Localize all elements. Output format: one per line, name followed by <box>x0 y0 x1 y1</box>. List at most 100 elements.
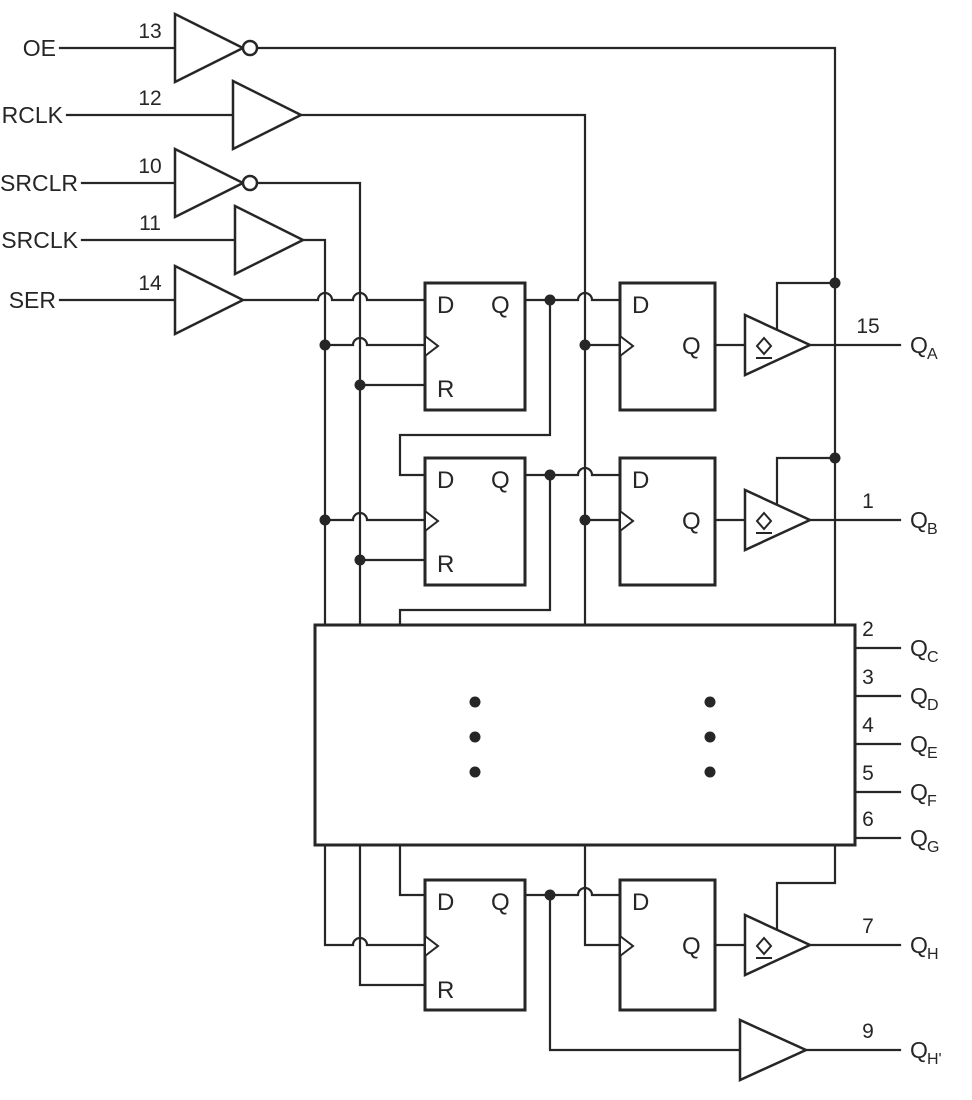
qb-serial-wire <box>523 466 622 477</box>
qa-to-qb-chain-wire <box>398 298 552 477</box>
junction-dot <box>579 514 591 526</box>
ellipsis-dot <box>704 731 716 743</box>
junction-dot <box>319 339 331 351</box>
input-srclr: SRCLR 10 <box>0 146 427 987</box>
storage-ff-a-q-label: Q <box>682 333 701 360</box>
ellipsis-dot <box>469 766 481 778</box>
clock-triangle-icon <box>424 333 440 359</box>
srclr-pin-number: 10 <box>138 155 161 178</box>
stage-a: D Q R D Q 15 Q A <box>398 281 938 477</box>
srclk-net-wire <box>301 238 327 627</box>
stages-c-to-g: 2 Q C 3 Q D 4 Q E 5 Q F 6 Q G <box>313 618 939 856</box>
rclk-pin-number: 12 <box>138 87 161 110</box>
qf-label-sub: F <box>927 793 937 810</box>
clock-triangle-icon <box>619 508 635 534</box>
qh-prime-buffer-icon <box>738 1018 810 1082</box>
qd-label: Q <box>910 683 928 709</box>
ellipsis-dot <box>469 731 481 743</box>
clock-triangle-icon <box>424 508 440 534</box>
qh-pin-number: 7 <box>862 915 874 938</box>
oe-net-wire <box>255 46 837 627</box>
ellipsis-dot <box>469 696 481 708</box>
qh-prime-feed-wire <box>548 893 742 1052</box>
stages-c-g-box <box>313 623 857 847</box>
junction-dot <box>319 514 331 526</box>
shift-ff-h-q-label: Q <box>491 889 510 916</box>
srclr-net-wire <box>255 181 362 627</box>
storage-ff-h <box>618 878 717 1012</box>
qb-label-sub: B <box>927 521 938 538</box>
qf-pin-number: 5 <box>862 762 874 785</box>
junction-dot <box>354 379 366 391</box>
tristate-symbol-icon <box>755 936 773 956</box>
rclk-label: RCLK <box>2 102 64 128</box>
storage-ff-a <box>618 281 717 412</box>
shift-ff-b-r-label: R <box>437 551 454 578</box>
tristate-symbol-icon <box>755 336 773 356</box>
qf-label: Q <box>910 779 928 805</box>
oe-enable-wire-a <box>775 281 837 332</box>
oe-label: OE <box>23 35 56 61</box>
tristate-buffer-h-icon <box>743 913 813 977</box>
junction-dot <box>579 339 591 351</box>
ser-data-wire <box>241 291 427 302</box>
qa-pin-number: 15 <box>856 315 879 338</box>
qg-pin-number: 6 <box>862 808 874 831</box>
shift-ff-a <box>423 281 527 412</box>
srclr-inverter-icon <box>173 146 246 220</box>
shift-ff-a-r-label: R <box>437 376 454 403</box>
oe-inverter-icon <box>173 11 246 85</box>
qh-serial-wire <box>523 886 622 897</box>
input-ser: SER 14 <box>9 263 427 337</box>
clock-triangle-icon <box>424 933 440 959</box>
oe-pin-number: 13 <box>138 20 161 43</box>
qb-label: Q <box>910 507 928 533</box>
srclk-label: SRCLK <box>1 227 78 253</box>
oe-inversion-bubble-icon <box>241 39 259 57</box>
ser-label: SER <box>9 287 56 313</box>
qh-prime-label: Q <box>910 1037 928 1063</box>
input-oe: OE 13 <box>23 11 841 932</box>
qc-label: Q <box>910 635 928 661</box>
shift-ff-b-q-label: Q <box>491 467 510 494</box>
storage-ff-b-q-label: Q <box>682 508 701 535</box>
ellipsis-dot <box>704 696 716 708</box>
qh-label: Q <box>910 932 928 958</box>
shift-ff-a-q-label: Q <box>491 292 510 319</box>
clock-triangle-icon <box>619 333 635 359</box>
qa-serial-wire <box>523 291 622 302</box>
storage-ff-b-d-label: D <box>632 467 649 494</box>
shift-ff-a-d-label: D <box>437 292 454 319</box>
qd-pin-number: 3 <box>862 666 874 689</box>
qc-pin-number: 2 <box>862 618 874 641</box>
srclr-inversion-bubble-icon <box>241 174 259 192</box>
junction-dot <box>829 452 841 464</box>
qh-prime-pin-number: 9 <box>862 1020 874 1043</box>
clock-triangle-icon <box>619 933 635 959</box>
srclk-clock-wire-a <box>323 336 427 347</box>
ellipsis-dot <box>704 766 716 778</box>
qd-label-sub: D <box>927 697 939 714</box>
qh-prime-label-sub: H' <box>927 1051 942 1068</box>
qh-label-sub: H <box>927 946 939 963</box>
storage-ff-h-q-label: Q <box>682 933 701 960</box>
qc-label-sub: C <box>927 649 939 666</box>
srclk-clock-wire-h <box>323 843 427 947</box>
shift-ff-h-r-label: R <box>437 977 454 1004</box>
input-srclk: SRCLK 11 <box>1 203 427 947</box>
qe-label-sub: E <box>927 745 938 762</box>
stage-b: D Q R D Q 1 Q B <box>398 456 938 627</box>
srclk-clock-wire-b <box>323 511 427 522</box>
storage-ff-a-d-label: D <box>632 292 649 319</box>
srclr-reset-wire-h <box>358 843 427 987</box>
qe-label: Q <box>910 731 928 757</box>
qg-label: Q <box>910 825 928 851</box>
tristate-buffer-a-icon <box>743 313 813 377</box>
qe-pin-number: 4 <box>862 714 874 737</box>
junction-dot <box>829 277 841 289</box>
storage-ff-b <box>618 456 717 587</box>
qa-label-sub: A <box>927 346 938 363</box>
stage-h: D Q R D Q 7 Q H <box>398 843 939 1052</box>
